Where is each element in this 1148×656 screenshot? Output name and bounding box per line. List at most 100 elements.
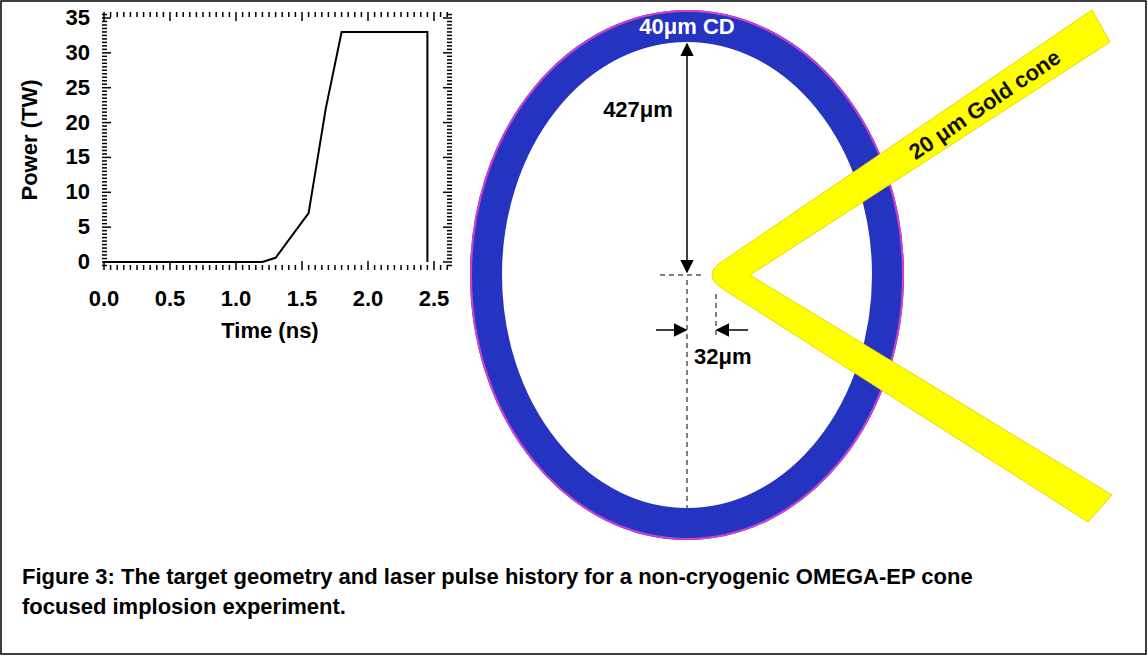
axis-tick (102, 122, 111, 124)
axis-tick (447, 21, 452, 23)
axis-tick (447, 244, 452, 246)
axis-tick (347, 12, 349, 17)
axis-tick (116, 265, 118, 270)
axis-tick (102, 202, 107, 204)
axis-tick (447, 80, 452, 82)
axis-tick (102, 171, 107, 173)
axis-tick (413, 12, 415, 17)
capsule-shell: 40μm CD (470, 10, 904, 540)
axis-tick (447, 143, 452, 145)
axis-tick (447, 129, 452, 131)
axis-tick (447, 199, 452, 201)
axis-tick (102, 251, 107, 253)
axis-tick (447, 104, 452, 106)
axis-tick (400, 12, 402, 17)
axis-tick (102, 63, 107, 65)
axis-tick (447, 49, 452, 51)
center-line (660, 275, 702, 276)
axis-tick (288, 265, 290, 270)
axis-tick (447, 160, 452, 162)
axis-tick (102, 87, 111, 89)
axis-tick (176, 265, 178, 270)
axis-tick (196, 265, 198, 270)
axis-tick (447, 73, 452, 75)
axis-tick (102, 83, 107, 85)
axis-tick (102, 31, 107, 33)
axis-tick (447, 251, 452, 253)
axis-tick (182, 265, 184, 270)
axis-tick (102, 80, 107, 82)
axis-title: Time (ns) (221, 318, 318, 344)
axis-tick (427, 265, 429, 270)
axis-tick (380, 265, 382, 270)
shell-band (486, 26, 888, 524)
axis-tick (222, 265, 224, 270)
axis-tick (102, 129, 107, 131)
axis-tick (102, 17, 111, 19)
axis-tick (447, 125, 452, 127)
axis-tick (447, 132, 452, 134)
tip-line (716, 294, 717, 338)
axis-tick (242, 12, 244, 17)
axis-tick (102, 195, 107, 197)
axis-tick (308, 265, 310, 270)
axis-tick (447, 56, 452, 58)
axis-tick (102, 73, 107, 75)
center-line (687, 280, 688, 536)
axis-tick (443, 87, 452, 89)
axis-tick (314, 265, 316, 270)
axis-tick (130, 265, 132, 270)
axis-tick (102, 226, 111, 228)
axis-tick (275, 265, 277, 270)
axis-tick-label: 25 (66, 75, 90, 101)
axis-tick (229, 12, 231, 17)
axis-tick (447, 63, 452, 65)
axis-tick (136, 265, 138, 270)
radius-arrow (686, 44, 688, 272)
axis-tick (394, 265, 396, 270)
pulse-curve (104, 32, 427, 262)
axis-tick (102, 188, 107, 190)
axis-tick (102, 14, 107, 16)
axis-tick (275, 12, 277, 17)
axis-tick (407, 265, 409, 270)
axis-tick (102, 181, 107, 183)
axis-tick (102, 230, 107, 232)
axis-tick (102, 21, 107, 23)
axis-tick (447, 265, 452, 267)
axis-tick (447, 94, 452, 96)
axis-tick (447, 101, 452, 103)
axis-tick (136, 12, 138, 17)
axis-tick (182, 12, 184, 17)
axis-tick-label: 10 (66, 179, 90, 205)
axis-tick (156, 265, 158, 270)
axis-tick (433, 12, 435, 21)
axis-tick-label: 0.0 (89, 286, 120, 312)
axis-tick (143, 265, 145, 270)
axis-tick (102, 70, 107, 72)
axis-tick (102, 35, 107, 37)
axis-tick-label: 20 (66, 110, 90, 136)
axis-tick (295, 265, 297, 270)
axis-tick (447, 31, 452, 33)
axis-tick-label: 1.0 (221, 286, 252, 312)
axis-tick (443, 192, 452, 194)
axis-tick-label: 15 (66, 144, 90, 170)
axis-tick (295, 12, 297, 17)
axis-tick (321, 265, 323, 270)
axis-tick (103, 12, 105, 21)
figure-caption: Figure 3: The target geometry and laser … (22, 562, 1002, 622)
axis-tick (169, 12, 171, 21)
axis-tick (367, 261, 369, 270)
axis-tick (110, 12, 112, 17)
axis-tick (380, 12, 382, 17)
axis-tick (215, 265, 217, 270)
axis-tick (443, 52, 452, 54)
axis-tick (387, 265, 389, 270)
axis-tick (354, 12, 356, 17)
axis-tick (443, 157, 452, 159)
axis-tick (102, 24, 107, 26)
axis-tick (110, 265, 112, 270)
axis-tick (447, 136, 452, 138)
